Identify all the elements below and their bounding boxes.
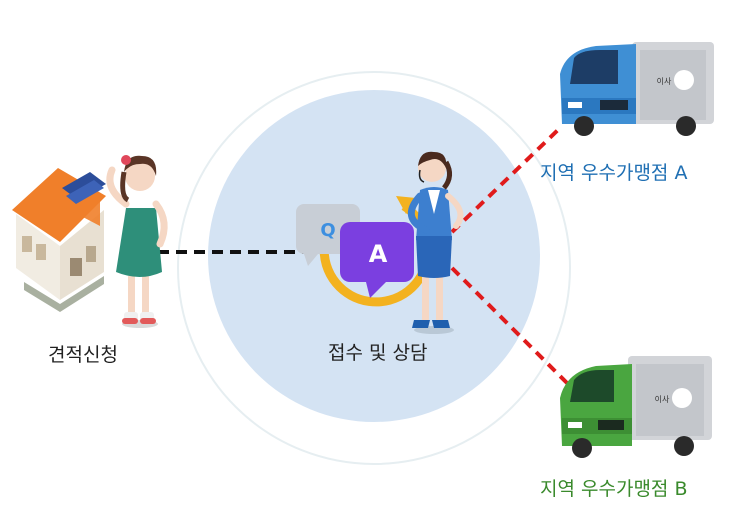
truck-b-icon: 이사 [560, 356, 712, 458]
consultant-woman-icon [407, 151, 464, 334]
q-letter: Q [320, 220, 335, 241]
label-estimate-request: 견적신청 [48, 344, 118, 366]
label-branch-a: 지역 우수가맹점 A [540, 162, 688, 184]
connector-branch-b [450, 266, 580, 396]
a-letter: A [369, 240, 388, 268]
outer-ring [177, 71, 571, 465]
label-branch-b: 지역 우수가맹점 B [540, 478, 688, 500]
customer-woman-icon [106, 155, 168, 328]
qa-bubbles-icon: Q A [296, 196, 433, 307]
label-reception-consulting: 접수 및 상담 [328, 342, 428, 364]
house-icon [12, 168, 106, 312]
connector-branch-a [450, 126, 562, 234]
truck-a-sign: 이사 [657, 76, 672, 86]
truck-a-icon: 이사 [560, 42, 714, 136]
truck-b-sign: 이사 [655, 394, 670, 404]
